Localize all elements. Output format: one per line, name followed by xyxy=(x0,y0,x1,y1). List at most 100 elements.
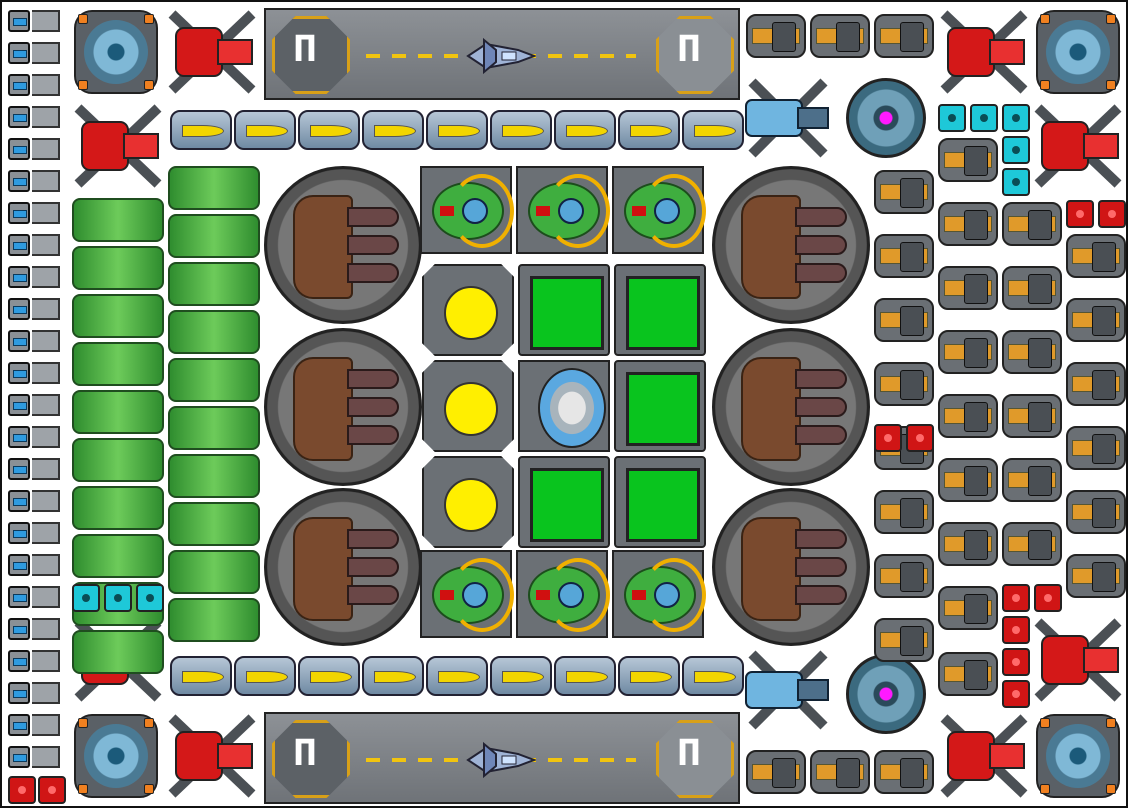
missile-icon[interactable] xyxy=(554,110,616,150)
battery-icon[interactable] xyxy=(8,522,30,544)
battery-icon[interactable] xyxy=(8,490,30,512)
orange-turret-icon[interactable] xyxy=(1066,298,1126,342)
orange-turret-icon[interactable] xyxy=(1002,458,1062,502)
red-block-icon[interactable] xyxy=(874,424,902,452)
green-tank-icon[interactable] xyxy=(72,630,164,674)
battery-icon[interactable] xyxy=(8,298,30,320)
cyan-block-icon[interactable] xyxy=(72,584,100,612)
red-block-icon[interactable] xyxy=(1034,584,1062,612)
orange-turret-icon[interactable] xyxy=(938,202,998,246)
green-fighter-icon[interactable] xyxy=(612,166,706,254)
red-cannon-icon[interactable] xyxy=(166,712,258,800)
orange-turret-icon[interactable] xyxy=(874,750,934,794)
reactor-icon[interactable] xyxy=(264,328,422,486)
shield-block-icon[interactable] xyxy=(518,456,610,548)
battery-icon[interactable] xyxy=(8,202,30,224)
battery-icon[interactable] xyxy=(8,586,30,608)
fighter-ship-icon[interactable] xyxy=(466,36,536,76)
green-tank-icon[interactable] xyxy=(168,598,260,642)
orange-turret-icon[interactable] xyxy=(874,170,934,214)
red-cannon-icon[interactable] xyxy=(1032,102,1124,190)
shield-block-icon[interactable] xyxy=(614,456,706,548)
green-tank-icon[interactable] xyxy=(168,166,260,210)
orange-turret-icon[interactable] xyxy=(938,330,998,374)
green-tank-icon[interactable] xyxy=(72,198,164,242)
orange-turret-icon[interactable] xyxy=(874,490,934,534)
missile-icon[interactable] xyxy=(490,110,552,150)
missile-icon[interactable] xyxy=(618,656,680,696)
missile-icon[interactable] xyxy=(426,656,488,696)
cyan-block-icon[interactable] xyxy=(1002,136,1030,164)
green-tank-icon[interactable] xyxy=(72,246,164,290)
battery-icon[interactable] xyxy=(8,362,30,384)
red-cannon-icon[interactable] xyxy=(1032,616,1124,704)
missile-icon[interactable] xyxy=(490,656,552,696)
missile-icon[interactable] xyxy=(234,110,296,150)
magenta-core-icon[interactable] xyxy=(846,78,926,158)
red-block-icon[interactable] xyxy=(8,776,36,804)
green-tank-icon[interactable] xyxy=(72,438,164,482)
red-block-icon[interactable] xyxy=(38,776,66,804)
orange-turret-icon[interactable] xyxy=(1066,426,1126,470)
green-tank-icon[interactable] xyxy=(168,358,260,402)
green-tank-icon[interactable] xyxy=(168,406,260,450)
missile-icon[interactable] xyxy=(234,656,296,696)
orange-turret-icon[interactable] xyxy=(938,586,998,630)
battery-icon[interactable] xyxy=(8,746,30,768)
orange-turret-icon[interactable] xyxy=(938,394,998,438)
orange-turret-icon[interactable] xyxy=(746,14,806,58)
orange-turret-icon[interactable] xyxy=(1002,266,1062,310)
missile-icon[interactable] xyxy=(170,656,232,696)
green-tank-icon[interactable] xyxy=(168,310,260,354)
orange-turret-icon[interactable] xyxy=(1066,490,1126,534)
missile-icon[interactable] xyxy=(170,110,232,150)
battery-icon[interactable] xyxy=(8,330,30,352)
missile-icon[interactable] xyxy=(682,110,744,150)
dome-icon[interactable] xyxy=(518,360,610,452)
orange-turret-icon[interactable] xyxy=(938,458,998,502)
battery-icon[interactable] xyxy=(8,714,30,736)
orange-turret-icon[interactable] xyxy=(1002,202,1062,246)
fan-icon[interactable] xyxy=(74,10,158,94)
missile-icon[interactable] xyxy=(298,110,360,150)
orange-turret-icon[interactable] xyxy=(746,750,806,794)
green-tank-icon[interactable] xyxy=(72,390,164,434)
green-tank-icon[interactable] xyxy=(168,214,260,258)
missile-icon[interactable] xyxy=(618,110,680,150)
missile-icon[interactable] xyxy=(362,656,424,696)
orange-turret-icon[interactable] xyxy=(810,14,870,58)
cyan-block-icon[interactable] xyxy=(104,584,132,612)
battery-icon[interactable] xyxy=(8,554,30,576)
magenta-core-icon[interactable] xyxy=(846,654,926,734)
shield-block-icon[interactable] xyxy=(614,264,706,356)
orange-turret-icon[interactable] xyxy=(1002,394,1062,438)
reactor-icon[interactable] xyxy=(264,488,422,646)
yellow-orb-icon[interactable] xyxy=(422,264,514,356)
orange-turret-icon[interactable] xyxy=(874,554,934,598)
battery-icon[interactable] xyxy=(8,650,30,672)
launch-pad-bottom[interactable]: Π Π xyxy=(264,712,740,804)
green-tank-icon[interactable] xyxy=(168,454,260,498)
orange-turret-icon[interactable] xyxy=(1066,554,1126,598)
orange-turret-icon[interactable] xyxy=(938,138,998,182)
red-block-icon[interactable] xyxy=(1066,200,1094,228)
cyan-block-icon[interactable] xyxy=(136,584,164,612)
fan-icon[interactable] xyxy=(74,714,158,798)
reactor-icon[interactable] xyxy=(264,166,422,324)
launch-pad-top[interactable]: Π Π xyxy=(264,8,740,100)
green-tank-icon[interactable] xyxy=(168,550,260,594)
green-tank-icon[interactable] xyxy=(72,486,164,530)
orange-turret-icon[interactable] xyxy=(874,618,934,662)
battery-icon[interactable] xyxy=(8,234,30,256)
red-cannon-icon[interactable] xyxy=(938,712,1030,800)
shield-block-icon[interactable] xyxy=(518,264,610,356)
fan-icon[interactable] xyxy=(1036,714,1120,798)
cyan-block-icon[interactable] xyxy=(1002,168,1030,196)
orange-turret-icon[interactable] xyxy=(874,362,934,406)
battery-icon[interactable] xyxy=(8,682,30,704)
orange-turret-icon[interactable] xyxy=(938,522,998,566)
missile-icon[interactable] xyxy=(554,656,616,696)
yellow-orb-icon[interactable] xyxy=(422,456,514,548)
red-block-icon[interactable] xyxy=(1002,616,1030,644)
green-fighter-icon[interactable] xyxy=(516,550,610,638)
